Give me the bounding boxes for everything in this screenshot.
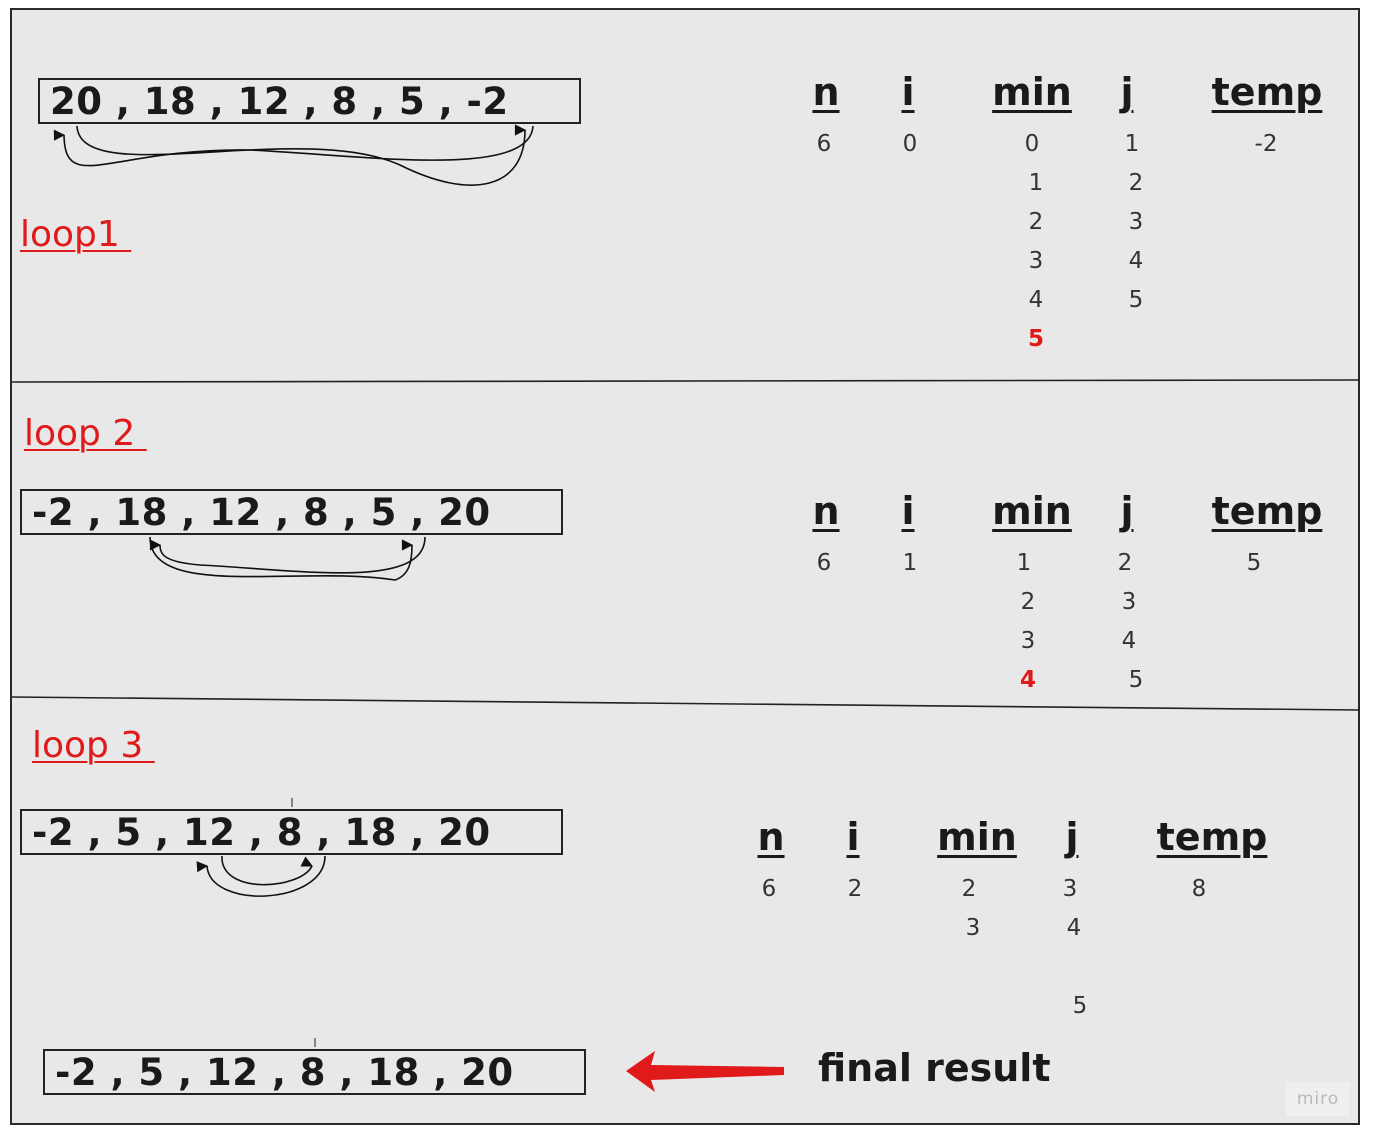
loop1-j-value: 2 <box>1128 170 1144 196</box>
loop2-header-temp: temp <box>1211 489 1323 533</box>
loop3-j-value: 5 <box>1072 993 1088 1019</box>
loop2-min-value: 1 <box>1016 550 1032 576</box>
loop3-min-value: 3 <box>965 915 981 941</box>
loop1-min-value: 2 <box>1028 209 1044 235</box>
loop3-label: loop 3 <box>32 725 155 766</box>
loop2-min-final-value: 4 <box>1019 667 1037 693</box>
loop2-header-j: j <box>1120 489 1134 533</box>
loop1-min-value: 3 <box>1028 248 1044 274</box>
loop2-min-value: 3 <box>1020 628 1036 654</box>
loop1-j-value: 4 <box>1128 248 1144 274</box>
loop2-header-min: min <box>992 489 1072 533</box>
loop2-min-value: 2 <box>1020 589 1036 615</box>
loop3-header-n: n <box>757 815 785 859</box>
loop2-j-value: 5 <box>1128 667 1144 693</box>
loop3-header-temp: temp <box>1156 815 1268 859</box>
loop3-j-value: 3 <box>1062 876 1078 902</box>
loop2-j-value: 4 <box>1121 628 1137 654</box>
loop3-n-value: 6 <box>761 876 777 902</box>
loop1-array: 20 , 18 , 12 , 8 , 5 , -2 <box>38 78 581 124</box>
loop2-j-value: 3 <box>1121 589 1137 615</box>
loop3-array: -2 , 5 , 12 , 8 , 18 , 20 <box>20 809 563 855</box>
loop1-min-value: 1 <box>1028 170 1044 196</box>
loop2-header-i: i <box>901 489 915 533</box>
loop1-header-min: min <box>992 70 1072 114</box>
loop1-temp-value: -2 <box>1254 131 1278 157</box>
loop1-header-i: i <box>901 70 915 114</box>
loop1-header-temp: temp <box>1211 70 1323 114</box>
loop1-min-value: 0 <box>1024 131 1040 157</box>
loop3-min-value: 2 <box>961 876 977 902</box>
loop2-header-n: n <box>812 489 840 533</box>
loop1-i-value: 0 <box>902 131 918 157</box>
loop1-header-j: j <box>1120 70 1134 114</box>
loop2-array: -2 , 18 , 12 , 8 , 5 , 20 <box>20 489 563 535</box>
loop3-temp-value: 8 <box>1191 876 1207 902</box>
loop1-j-value: 3 <box>1128 209 1144 235</box>
loop2-i-value: 1 <box>902 550 918 576</box>
loop1-min-value: 4 <box>1028 287 1044 313</box>
loop1-label: loop1 <box>20 214 132 255</box>
loop2-j-value: 2 <box>1117 550 1133 576</box>
loop2-temp-value: 5 <box>1246 550 1262 576</box>
loop3-header-i: i <box>846 815 860 859</box>
loop2-n-value: 6 <box>816 550 832 576</box>
final-result-label: final result <box>818 1046 1051 1090</box>
loop1-header-n: n <box>812 70 840 114</box>
loop3-i-value: 2 <box>847 876 863 902</box>
loop3-header-j: j <box>1065 815 1079 859</box>
board <box>10 8 1360 1125</box>
final-array: -2 , 5 , 12 , 8 , 18 , 20 <box>43 1049 586 1095</box>
loop1-min-final-value: 5 <box>1027 326 1045 352</box>
loop1-n-value: 6 <box>816 131 832 157</box>
loop1-j-value: 1 <box>1124 131 1140 157</box>
loop2-label: loop 2 <box>24 413 147 454</box>
loop3-header-min: min <box>937 815 1017 859</box>
loop1-j-value: 5 <box>1128 287 1144 313</box>
loop3-j-value: 4 <box>1066 915 1082 941</box>
miro-watermark: miro <box>1286 1082 1350 1116</box>
